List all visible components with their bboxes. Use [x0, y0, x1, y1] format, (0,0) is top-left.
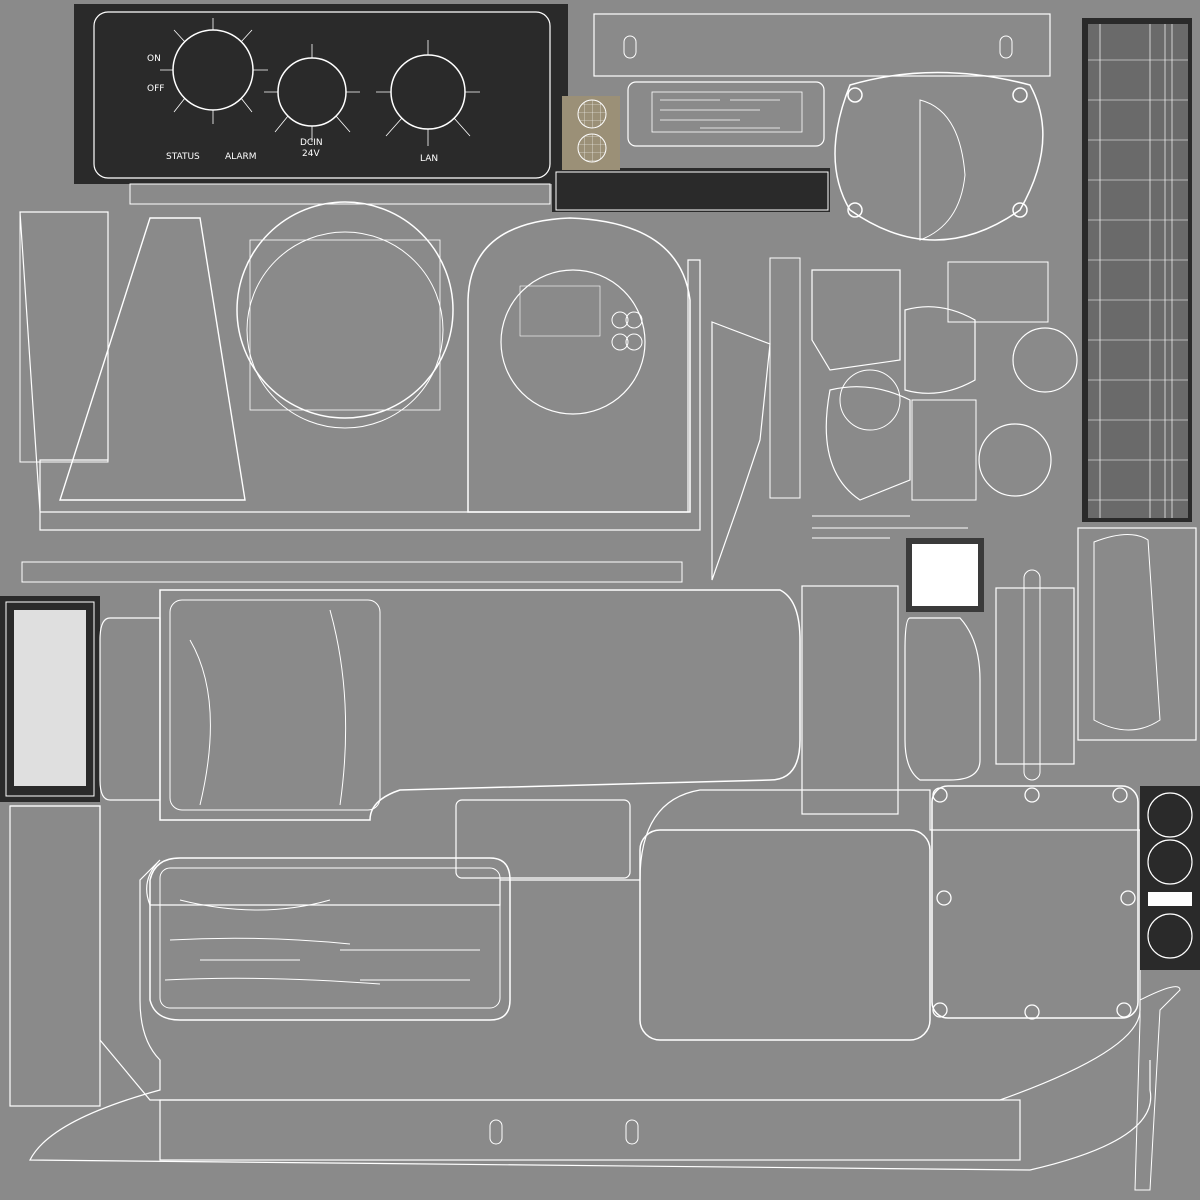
- right-tall-panel: [1082, 18, 1192, 522]
- right-mid-uv: [801, 527, 1197, 815]
- left-white-mesh: [14, 610, 86, 786]
- board-uv: [627, 81, 825, 147]
- strip-uv-dense: [555, 171, 829, 211]
- left-dense-uv: [5, 601, 95, 797]
- small-knob-uv: [577, 99, 607, 163]
- label-on: ON: [147, 54, 161, 64]
- right-dark-meshes: [1140, 786, 1200, 970]
- strip-dark-bg: [552, 168, 830, 212]
- label-dcin: DCIN: [300, 138, 323, 148]
- strip-uv: [129, 183, 551, 205]
- white-patch: [912, 544, 978, 606]
- bottom-housing-uv: [9, 785, 1181, 1191]
- label-status: STATUS: [166, 152, 200, 162]
- control-panel-uv: ON OFF STATUS ALARM DCIN 24V LAN: [74, 4, 568, 184]
- round-housing-uv: [834, 71, 1044, 241]
- label-off: OFF: [147, 84, 164, 94]
- front-shell-uv: [19, 201, 701, 583]
- mid-cluster-uv: [711, 257, 1078, 581]
- label-alarm: ALARM: [225, 152, 257, 162]
- top-bracket-uv: [593, 13, 1051, 77]
- body-uv: [99, 589, 801, 821]
- label-lan: LAN: [420, 154, 438, 164]
- label-24v: 24V: [302, 149, 320, 159]
- small-plate-uv: [455, 799, 631, 879]
